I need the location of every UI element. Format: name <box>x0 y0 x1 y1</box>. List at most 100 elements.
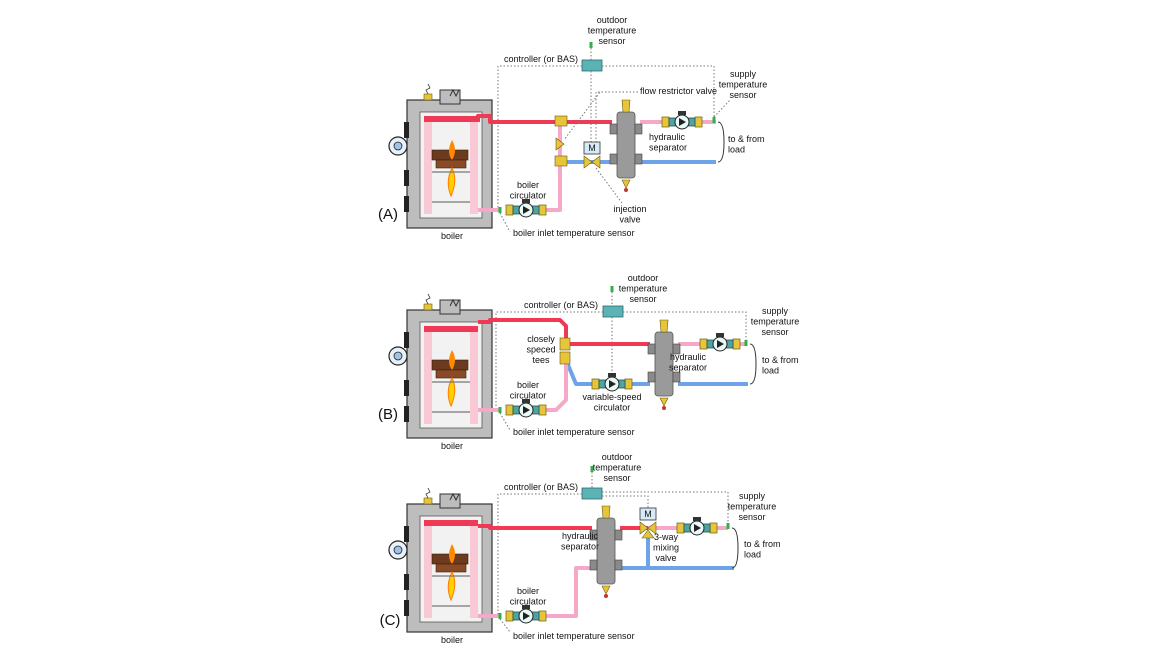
flow-arrow-icon <box>609 380 616 388</box>
controller-box <box>581 59 603 72</box>
boiler-circulator <box>505 605 547 624</box>
separator-label: hydraulic <box>649 132 686 142</box>
circulator-flange <box>538 610 547 622</box>
load-label: to & from <box>728 134 765 144</box>
water-jacket-left <box>424 116 432 214</box>
flame-icon <box>449 350 455 370</box>
controller-box <box>581 487 603 500</box>
door-hinge <box>404 406 409 422</box>
circulator-flange <box>505 404 514 416</box>
circulator-flange <box>676 522 685 534</box>
load-bracket <box>731 527 739 569</box>
load-circulator <box>661 111 703 130</box>
boiler-circulator-label: circulator <box>510 597 547 607</box>
load-label: load <box>762 366 779 376</box>
circulator-motor <box>693 517 701 521</box>
separator-label: separator <box>561 542 599 552</box>
load-bracket <box>717 121 725 163</box>
drain-valve-icon <box>621 179 631 189</box>
door-hinge <box>404 574 409 590</box>
circulator-motor <box>522 199 530 203</box>
supply-sensor-label: supply <box>762 306 789 316</box>
control-wire <box>602 495 649 512</box>
hydraulic-separator <box>647 319 681 410</box>
boiler-label: boiler <box>441 231 463 241</box>
valve-actuator-letter: M <box>588 143 596 153</box>
circulator-flange <box>699 338 708 350</box>
boiler-return-pipe <box>524 566 592 618</box>
outdoor-sensor-label: sensor <box>598 36 625 46</box>
injection-valve-label: valve <box>619 215 640 225</box>
load-circulator <box>676 517 718 536</box>
mixing-valve-label: mixing <box>653 543 679 553</box>
supply-sensor-icon <box>712 117 716 123</box>
tees-label: closely <box>527 334 555 344</box>
supply-sensor-label: sensor <box>738 512 765 522</box>
flow-restrictor-label: flow restrictor valve <box>640 86 717 96</box>
hydraulic-separator <box>609 99 643 192</box>
relief-discharge-icon <box>425 83 431 95</box>
valve-actuator <box>639 507 657 521</box>
circulator-motor <box>522 605 530 609</box>
circulator-flange <box>505 610 514 622</box>
drain-valve-icon <box>659 397 669 407</box>
log-icon <box>435 159 467 169</box>
closely-spaced-tee <box>559 351 571 365</box>
flame-icon <box>447 166 456 198</box>
injection-valve-icon <box>583 155 601 169</box>
hydraulic-separator <box>589 505 623 598</box>
load-label: to & from <box>744 539 781 549</box>
separator-flange <box>589 529 598 541</box>
supply-pipe <box>478 524 592 530</box>
flow-arrow-icon <box>523 406 530 414</box>
boiler-label: boiler <box>441 635 463 645</box>
valve-actuator-letter: M <box>644 509 652 519</box>
control-wire <box>497 65 582 210</box>
flame-icon <box>449 544 455 564</box>
log-icon <box>435 563 467 573</box>
variable-speed-label: variable-speed <box>582 392 641 402</box>
mixing-valve-label: 3-way <box>654 532 679 542</box>
tees-label: tees <box>532 355 550 365</box>
drain-valve-icon <box>601 585 611 595</box>
injection-valve-label: injection <box>613 204 646 214</box>
relief-valve-icon <box>423 93 433 101</box>
separator-flange <box>614 559 623 571</box>
inlet-sensor-icon <box>498 207 502 213</box>
outdoor-sensor-label: sensor <box>629 294 656 304</box>
supply-sensor-icon <box>726 523 730 529</box>
variable-speed-label: circulator <box>594 403 631 413</box>
supply-sensor-label: temperature <box>751 317 800 327</box>
circulator-flange <box>538 204 547 216</box>
mixing-valve-icon <box>639 521 657 539</box>
drain-cap <box>604 594 608 598</box>
leader-line <box>595 167 623 204</box>
leader-line <box>713 99 731 118</box>
separator-body <box>596 517 616 585</box>
separator-flange <box>614 529 623 541</box>
controller-label: controller (or BAS) <box>504 482 578 492</box>
panel-tag: (A) <box>378 206 398 223</box>
separator-label: hydraulic <box>562 531 599 541</box>
separator-flange <box>647 343 656 355</box>
flow-arrow-icon <box>679 118 686 126</box>
control-wire <box>602 491 729 522</box>
drain-cap <box>662 406 666 410</box>
relief-valve-icon <box>423 303 433 311</box>
flow-arrow-icon <box>523 612 530 620</box>
separator-flange <box>634 153 643 165</box>
circulator-motor <box>522 399 530 403</box>
burner-fan-hub <box>393 351 403 361</box>
separator-label: separator <box>649 143 687 153</box>
circulator-flange <box>732 338 741 350</box>
separator-body <box>616 111 636 179</box>
circulator-flange <box>709 522 718 534</box>
inlet-sensor-label: boiler inlet temperature sensor <box>513 631 635 641</box>
flue-break-icon <box>449 492 460 502</box>
boiler-circulator <box>505 199 547 218</box>
tees-label: speced <box>526 345 555 355</box>
circulator-motor <box>608 373 616 377</box>
flow-arrow-icon <box>694 524 701 532</box>
